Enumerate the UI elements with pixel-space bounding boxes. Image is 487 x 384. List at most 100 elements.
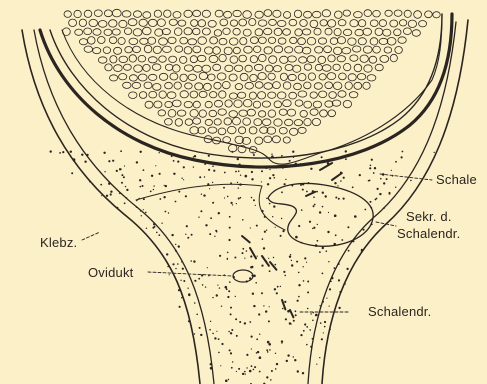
yolk-cell: [249, 92, 256, 99]
tissue-stipple: [253, 154, 255, 156]
yolk-cell: [342, 48, 351, 54]
yolk-cell: [129, 55, 136, 62]
tissue-stipple: [235, 171, 237, 173]
tissue-stipple: [312, 338, 314, 340]
yolk-cell: [358, 38, 366, 45]
tissue-stipple: [211, 368, 213, 370]
tissue-stipple: [219, 255, 221, 257]
tissue-stipple: [229, 281, 231, 283]
tissue-stipple: [173, 173, 175, 175]
tissue-stipple: [382, 173, 385, 176]
yolk-cell: [277, 92, 286, 99]
tissue-stipple: [136, 161, 138, 163]
tissue-stipple: [251, 197, 253, 199]
yolk-cell: [289, 92, 297, 99]
yolk-cell: [408, 20, 416, 27]
yolk-cell: [173, 12, 181, 19]
tissue-stipple: [204, 176, 205, 177]
tissue-stipple: [322, 206, 324, 208]
tissue-stipple: [124, 165, 125, 166]
yolk-cell: [384, 47, 392, 53]
tissue-stipple: [383, 207, 385, 209]
yolk-cell: [264, 83, 273, 90]
yolk-cell: [357, 74, 365, 80]
yolk-cell: [284, 12, 291, 19]
tissue-stipple: [200, 210, 202, 212]
yolk-cell: [243, 11, 252, 19]
tissue-stipple: [289, 256, 291, 258]
tissue-stipple: [255, 282, 257, 284]
yolk-cell: [322, 10, 330, 17]
yolk-cell: [338, 91, 346, 98]
tissue-stipple: [347, 226, 349, 228]
tissue-stipple: [290, 254, 291, 255]
tissue-stipple: [239, 321, 241, 323]
tissue-stipple: [216, 294, 218, 296]
tissue-stipple: [269, 169, 270, 170]
tissue-stipple: [214, 236, 215, 237]
tissue-stipple: [218, 212, 220, 214]
tissue-stipple: [389, 192, 391, 194]
yolk-cell: [298, 38, 306, 45]
tissue-stipple: [282, 308, 284, 310]
yolk-cell: [170, 73, 178, 80]
tissue-stipple: [270, 379, 272, 381]
tissue-stipple: [234, 257, 236, 259]
yolk-cell: [165, 101, 173, 107]
yolk-cell: [223, 28, 230, 35]
yolk-cell: [239, 110, 248, 116]
yolk-cell: [375, 64, 383, 71]
tissue-stipple: [343, 177, 345, 179]
yolk-cell: [235, 84, 242, 90]
tissue-stipple: [291, 185, 293, 187]
tissue-stipple: [303, 266, 304, 267]
yolk-cell: [180, 56, 187, 63]
tissue-stipple: [140, 151, 142, 153]
yolk-cell: [224, 11, 232, 18]
yolk-cell: [224, 47, 232, 55]
tissue-stipple: [228, 331, 230, 333]
yolk-cell: [149, 19, 158, 26]
tissue-stipple: [119, 193, 121, 195]
yolk-cell: [233, 117, 241, 125]
yolk-cell: [153, 46, 161, 53]
tissue-stipple: [329, 306, 330, 307]
tissue-stipple: [352, 186, 354, 188]
tissue-stipple: [210, 321, 211, 322]
lumen-outline: [136, 184, 285, 230]
tissue-stipple: [221, 306, 222, 307]
tissue-stipple: [153, 223, 155, 225]
yolk-cell: [363, 82, 370, 89]
yolk-cell: [153, 84, 161, 91]
yolk-cell: [88, 37, 96, 45]
tissue-stipple: [141, 215, 142, 216]
tissue-stipple: [261, 292, 263, 294]
tissue-stipple: [212, 297, 213, 298]
tissue-stipple: [237, 182, 238, 183]
tissue-stipple: [253, 275, 256, 278]
yolk-cell: [199, 110, 206, 117]
yolk-cell: [239, 55, 247, 62]
tissue-stipple: [300, 334, 302, 336]
yolk-cell: [215, 10, 223, 17]
yolk-cell: [287, 109, 295, 116]
yolk-cell: [349, 92, 358, 98]
yolk-cell: [325, 101, 333, 107]
yolk-cell: [163, 46, 172, 52]
tissue-stipple: [265, 167, 267, 169]
tissue-stipple: [256, 338, 258, 340]
tissue-stipple: [271, 155, 274, 158]
tissue-stipple: [345, 158, 347, 160]
tissue-stipple: [303, 330, 305, 332]
tissue-stipple: [249, 370, 252, 373]
tissue-stipple: [281, 191, 283, 193]
yolk-cell: [333, 64, 340, 70]
yolk-cell: [394, 10, 402, 16]
tissue-stipple: [269, 349, 271, 351]
yolk-cell: [288, 56, 297, 62]
tissue-stipple: [175, 250, 177, 252]
yolk-cell: [210, 92, 217, 98]
tissue-stipple: [316, 364, 317, 365]
tissue-stipple: [181, 261, 182, 262]
tissue-stipple: [306, 326, 308, 328]
